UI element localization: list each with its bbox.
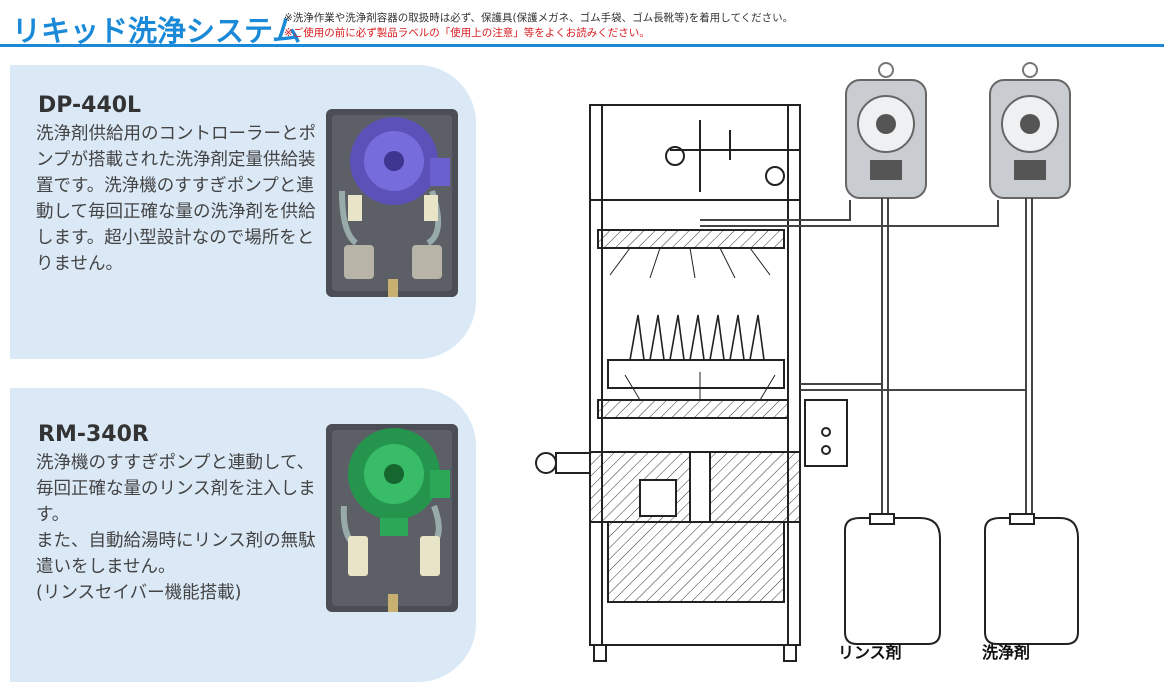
dishwasher-frame: [589, 104, 801, 646]
detergent-tank: [984, 513, 1079, 645]
product-description: 洗浄剤供給用のコントローラーとポンプが搭載された洗浄剤定量供給装置です。洗浄機の…: [36, 124, 316, 274]
header-rule: [0, 44, 1164, 47]
detergent-pump-unit: [989, 62, 1071, 199]
product-description: 洗浄機のすすぎポンプと連動して、毎回正確な量のリンス剤を注入します。 また、自動…: [36, 453, 316, 603]
rinse-agent-tank: [844, 513, 941, 645]
dp440l-pump-photo: [326, 109, 458, 297]
caution-note: ※ご使用の前に必ず製品ラベルの「使用上の注意」等をよくお読みください。: [284, 27, 650, 39]
rinse-pump-unit: [845, 62, 927, 199]
rm340r-pump-photo: [326, 424, 458, 612]
page-title: リキッド洗浄システム: [12, 14, 302, 48]
system-diagram: リンス剤 洗浄剤: [535, 62, 1079, 662]
detergent-label: 洗浄剤: [982, 643, 1030, 662]
header: リキッド洗浄システム ※洗浄作業や洗浄剤容器の取扱時は必ず、保護具(保護メガネ、…: [12, 4, 1162, 48]
product-model: RM-340R: [38, 422, 149, 447]
rinse-agent-label: リンス剤: [838, 643, 902, 662]
product-card-rm340r: RM-340R 洗浄機のすすぎポンプと連動して、毎回正確な量のリンス剤を注入しま…: [10, 388, 476, 682]
product-card-dp440l: DP-440L 洗浄剤供給用のコントローラーとポンプが搭載された洗浄剤定量供給装…: [10, 65, 476, 359]
product-model: DP-440L: [38, 93, 142, 118]
safety-note: ※洗浄作業や洗浄剤容器の取扱時は必ず、保護具(保護メガネ、ゴム手袋、ゴム長靴等)…: [284, 12, 794, 24]
